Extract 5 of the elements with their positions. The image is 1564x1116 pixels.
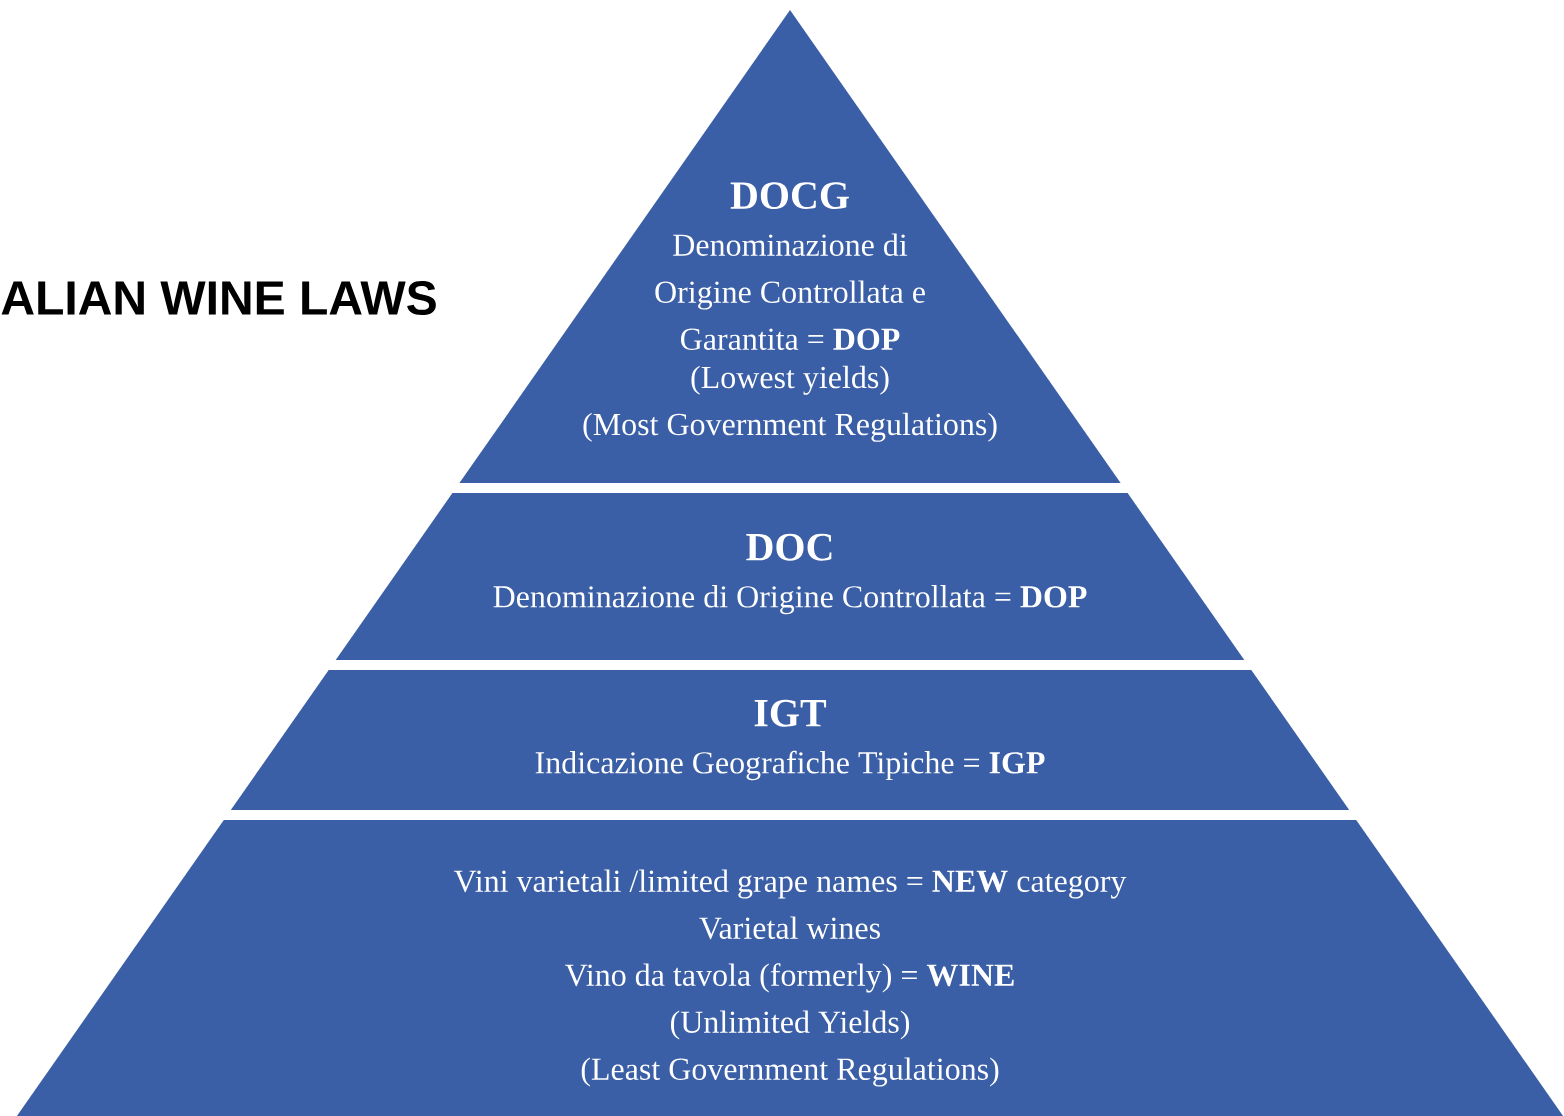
pyramid-band: DOC Denominazione di Origine Controllata = DOP [335, 493, 1245, 660]
apex-band: DOCG Denominazione di Origine Controllata e Garantita = DOP (Lowest yields) (Most Government Regulations) [459, 10, 1121, 483]
pyramid-band: IGT Indicazione Geografiche Tipiche = IGP [230, 670, 1350, 810]
base-band: Vini varietali /limited grape names = NEW category Varietal wines Vino da tavola (formerly) = WINE (Unlimited Yields) (Least Government Regulations) [16, 820, 1564, 1116]
title: ALIAN WINE LAWS [1, 281, 436, 315]
